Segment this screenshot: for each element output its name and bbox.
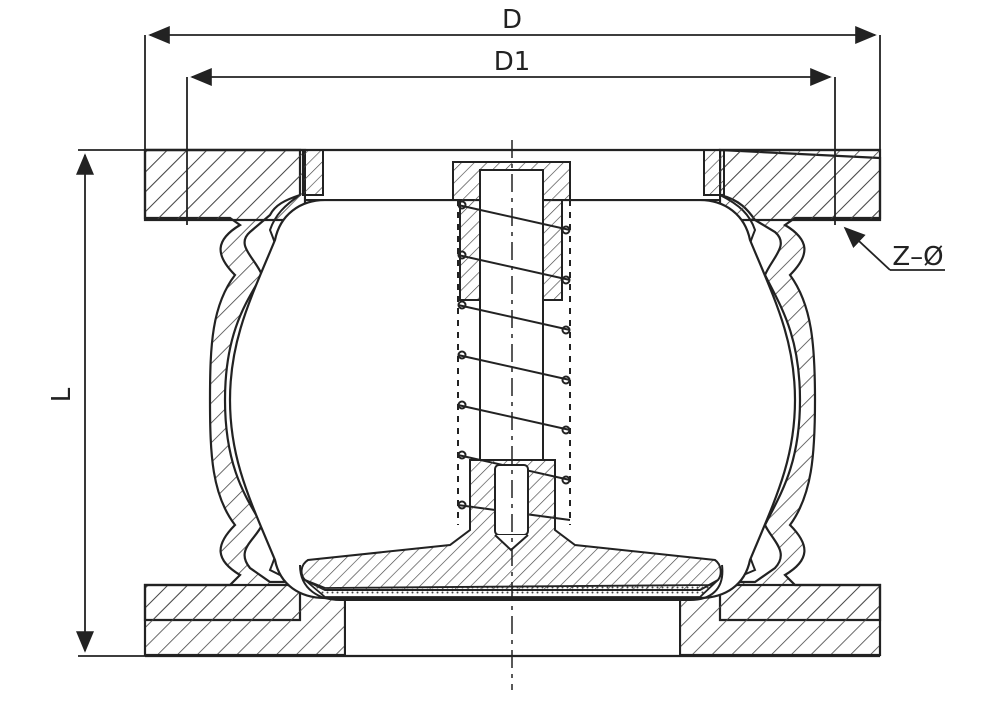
dimension-label-L: L — [47, 387, 77, 402]
hole-count-diameter-label: Z–Ø — [892, 242, 943, 272]
leader-Z-phi: Z–Ø — [843, 226, 945, 272]
dimension-D: D — [144, 5, 881, 160]
dimension-L: L — [47, 149, 145, 657]
dimension-label-D1: D1 — [494, 47, 531, 77]
dimension-D1: D1 — [186, 47, 836, 225]
seat-ring-left — [302, 149, 324, 196]
dimension-label-D: D — [502, 5, 522, 35]
seat-ring-right — [703, 149, 725, 196]
